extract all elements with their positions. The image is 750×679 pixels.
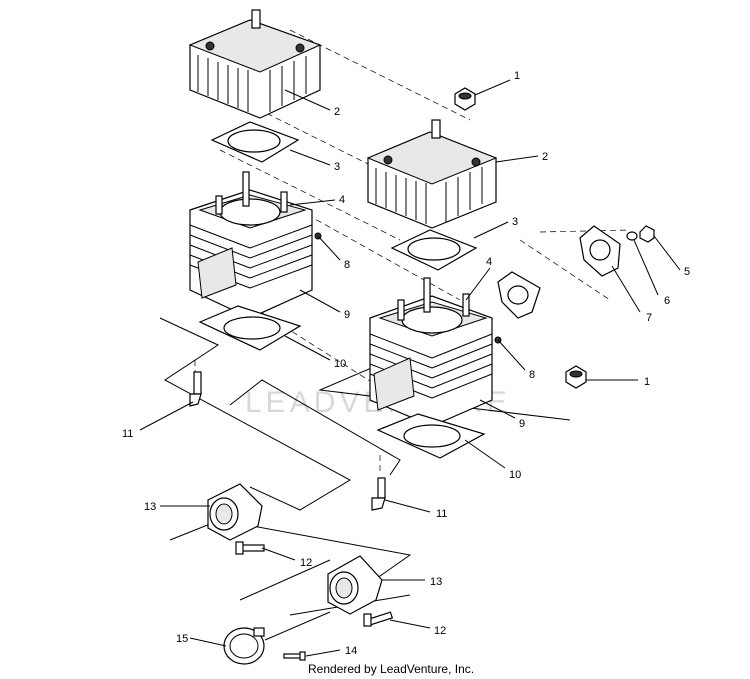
callout-14: 14	[345, 645, 357, 657]
callout-15: 15	[176, 633, 188, 645]
bolt-12-left	[235, 541, 265, 555]
callout-11-left: 11	[122, 428, 133, 440]
callout-12-right: 12	[434, 625, 446, 637]
callout-4-left: 4	[339, 194, 345, 206]
callout-7: 7	[646, 312, 652, 324]
intake-boot-right	[327, 555, 383, 615]
callout-3-right: 3	[512, 216, 518, 228]
callout-4-right: 4	[486, 256, 492, 268]
head-gasket-left	[210, 121, 300, 163]
callout-labels: 1 2 2 3 3 4 4 5 6 7 8 8 9 9 10 10 1 11 1…	[122, 70, 690, 657]
callout-8-right: 8	[529, 369, 535, 381]
screw-14	[283, 651, 306, 661]
bolt-5	[639, 225, 655, 243]
callout-2-left: 2	[334, 106, 340, 118]
cylinder-head-left	[188, 9, 322, 119]
base-gasket-left	[198, 305, 302, 351]
callout-9-left: 9	[344, 309, 350, 321]
callout-8-left: 8	[344, 259, 350, 271]
cylinder-left	[189, 171, 322, 319]
callout-12-left: 12	[300, 557, 312, 569]
fitting-left	[189, 371, 202, 407]
credit-text: Rendered by LeadVenture, Inc.	[308, 662, 474, 676]
callout-1-bottom: 1	[644, 376, 650, 388]
callout-9-right: 9	[519, 418, 525, 430]
callout-1-top: 1	[514, 70, 520, 82]
callout-13-right: 13	[430, 576, 442, 588]
callout-13-left: 13	[144, 501, 156, 513]
cylinder-right	[369, 277, 502, 427]
bolt-12-right	[363, 611, 394, 627]
nut-top	[454, 87, 476, 111]
head-gasket-right	[390, 229, 478, 271]
base-gasket-right	[376, 413, 486, 459]
intake-boot-left	[207, 483, 263, 541]
callout-2-right: 2	[542, 151, 548, 163]
callout-5: 5	[684, 266, 690, 278]
hose-clamp	[223, 627, 265, 665]
callout-6: 6	[664, 295, 670, 307]
connection-lines	[159, 317, 571, 641]
leader-lines	[139, 79, 681, 657]
cylinder-head-right	[366, 119, 498, 229]
exhaust-plate	[579, 225, 621, 277]
callout-10-right: 10	[509, 469, 521, 481]
callout-11-right: 11	[436, 508, 447, 520]
fitting-right	[371, 477, 386, 511]
callout-10-left: 10	[334, 358, 346, 370]
washer	[626, 231, 638, 241]
nut-bottom	[565, 365, 587, 389]
exhaust-gasket	[497, 271, 541, 319]
callout-3-left: 3	[334, 161, 340, 173]
